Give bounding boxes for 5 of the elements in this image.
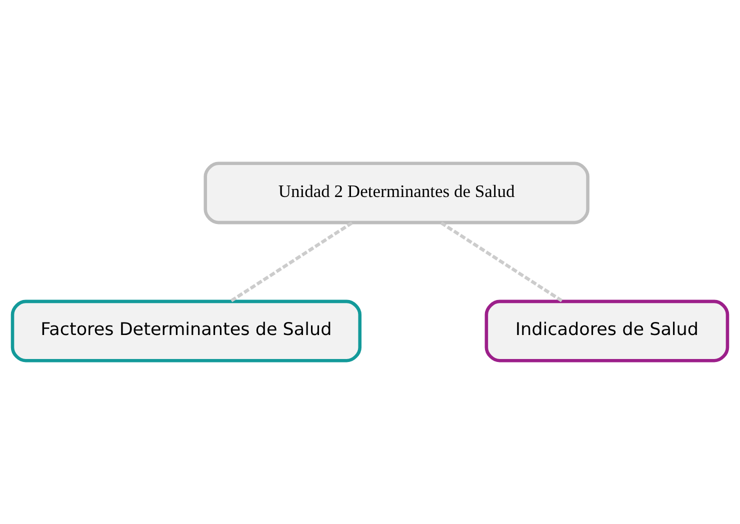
connector [440, 222, 564, 303]
node-box: Factores Determinantes de Salud [10, 300, 362, 362]
node-box: Indicadores de Salud [484, 300, 730, 362]
connector [230, 222, 353, 303]
node-box: Unidad 2 Determinantes de Salud [204, 162, 590, 224]
